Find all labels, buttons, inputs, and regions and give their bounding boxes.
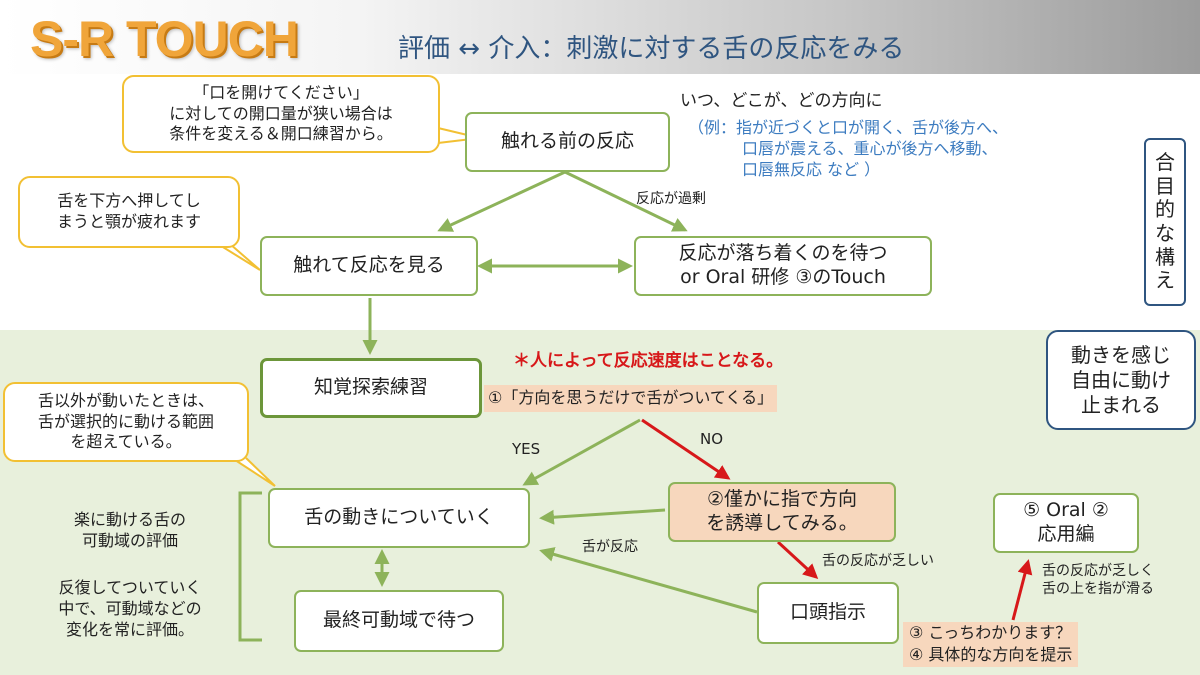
bubble-line: 舌を下方へ押してし — [57, 191, 201, 211]
node-move-freely: 動きを感じ 自由に動け 止まれる — [1046, 330, 1196, 430]
note-eval-range: 楽に動ける舌の 可動域の評価 — [40, 510, 220, 552]
note-when-where: いつ、どこが、どの方向に — [680, 91, 883, 111]
bubble-open-mouth: 「口を開けてください」 に対しての開口量が狭い場合は 条件を変える＆開口練習から… — [122, 75, 440, 153]
note-line: 中で、可動域などの — [58, 598, 202, 618]
node-before-touch: 触れる前の反応 — [465, 112, 670, 172]
node-line: 止まれる — [1081, 392, 1161, 417]
note-line: 舌の反応が乏しく — [1042, 563, 1154, 579]
label-yes: YES — [512, 440, 541, 458]
note-line: 楽に動ける舌の — [73, 510, 186, 529]
node-line: を誘導してみる。 — [706, 512, 858, 534]
bubble-line: 「口を開けてください」 — [193, 82, 369, 102]
step-4: ④ 具体的な方向を提示 — [909, 645, 1073, 665]
note-line: 可動域の評価 — [81, 530, 178, 550]
note-line: 舌の上を指が滑る — [1042, 581, 1154, 598]
tate-char: 目 — [1155, 173, 1175, 198]
bubble-line: に対しての開口量が狭い場合は — [169, 103, 393, 123]
note-repeat-follow: 反復してついていく 中で、可動域などの 変化を常に評価。 — [30, 578, 230, 640]
page-title: 評価 ↔ 介入：刺激に対する舌の反応をみる — [398, 34, 905, 64]
tate-char: 合 — [1155, 150, 1175, 175]
tate-char: 的 — [1155, 197, 1175, 222]
bubble-line: 条件を変える＆開口練習から。 — [169, 124, 393, 144]
node-line: ②僅かに指で方向 — [706, 488, 858, 511]
label-overreact: 反応が過剰 — [636, 191, 706, 207]
step-1-think-direction: ①「方向を思うだけで舌がついてくる」 — [484, 385, 778, 412]
bubble-line: 舌が選択的に動ける範囲 — [37, 411, 214, 431]
label-no: NO — [700, 430, 724, 448]
header-banner: S-R TOUCH 評価 ↔ 介入：刺激に対する舌の反応をみる — [0, 0, 1200, 74]
note-line: 変化を常に評価。 — [65, 619, 194, 639]
arrow-before-to-touch — [437, 170, 566, 232]
logo: S-R TOUCH — [30, 11, 299, 67]
note-example: （例：指が近づくと口が開く、舌が後方へ、 口唇が震える、重心が後方へ移動、 口唇… — [688, 118, 1008, 180]
label-tongue-reacts: 舌が反応 — [582, 539, 638, 555]
bubble-line: 舌以外が動いたときは、 — [37, 390, 214, 410]
node-perception: 知覚探索練習 — [260, 358, 482, 418]
node-guide-finger: ②僅かに指で方向 を誘導してみる。 — [668, 482, 896, 542]
node-final-range: 最終可動域で待つ — [294, 590, 504, 652]
note-line: 口唇無反応 など ） — [742, 159, 881, 179]
node-line: 動きを感じ — [1071, 342, 1171, 367]
node-line: 反応が落ち着くのを待つ — [678, 242, 888, 265]
node-line: 応用編 — [1037, 523, 1095, 545]
node-line: ⑤ Oral ② — [1023, 499, 1109, 522]
node-touch-observe: 触れて反応を見る — [260, 236, 478, 296]
step-3: ③ こっちわかります？ — [909, 623, 1072, 642]
step-3-4-notes: ③ こっちわかります？ ④ 具体的な方向を提示 — [903, 622, 1079, 667]
label-poor-reaction: 舌の反応が乏しい — [822, 553, 934, 569]
note-line: 反復してついていく — [58, 578, 202, 597]
tate-char: え — [1155, 268, 1175, 293]
note-speed-diff: ＊人によって反応速度はことなる。 — [513, 351, 784, 371]
tate-char: 構 — [1155, 244, 1175, 269]
node-purposeful-posture: 合 目 的 な 構 え — [1144, 138, 1186, 306]
node-follow-tongue: 舌の動きについていく — [268, 488, 530, 548]
bubble-push-down: 舌を下方へ押してし まうと顎が疲れます — [18, 176, 240, 248]
node-wait-calm: 反応が落ち着くのを待つ or Oral 研修 ③のTouch — [634, 236, 932, 296]
node-line: 自由に動け — [1071, 367, 1171, 392]
node-line: or Oral 研修 ③のTouch — [680, 266, 886, 288]
bubble-line: を超えている。 — [70, 432, 182, 452]
node-oral2-advanced: ⑤ Oral ② 応用編 — [993, 493, 1139, 553]
tate-char: な — [1155, 221, 1175, 245]
note-line: 口唇が震える、重心が後方へ移動、 — [742, 138, 998, 158]
bubble-other-parts: 舌以外が動いたときは、 舌が選択的に動ける範囲 を超えている。 — [3, 382, 249, 462]
node-verbal: 口頭指示 — [757, 582, 899, 644]
note-line: （例：指が近づくと口が開く、舌が後方へ、 — [688, 118, 1009, 137]
label-poor-slip: 舌の反応が乏しく 舌の上を指が滑る — [1042, 562, 1154, 598]
bubble-line: まうと顎が疲れます — [56, 212, 201, 231]
